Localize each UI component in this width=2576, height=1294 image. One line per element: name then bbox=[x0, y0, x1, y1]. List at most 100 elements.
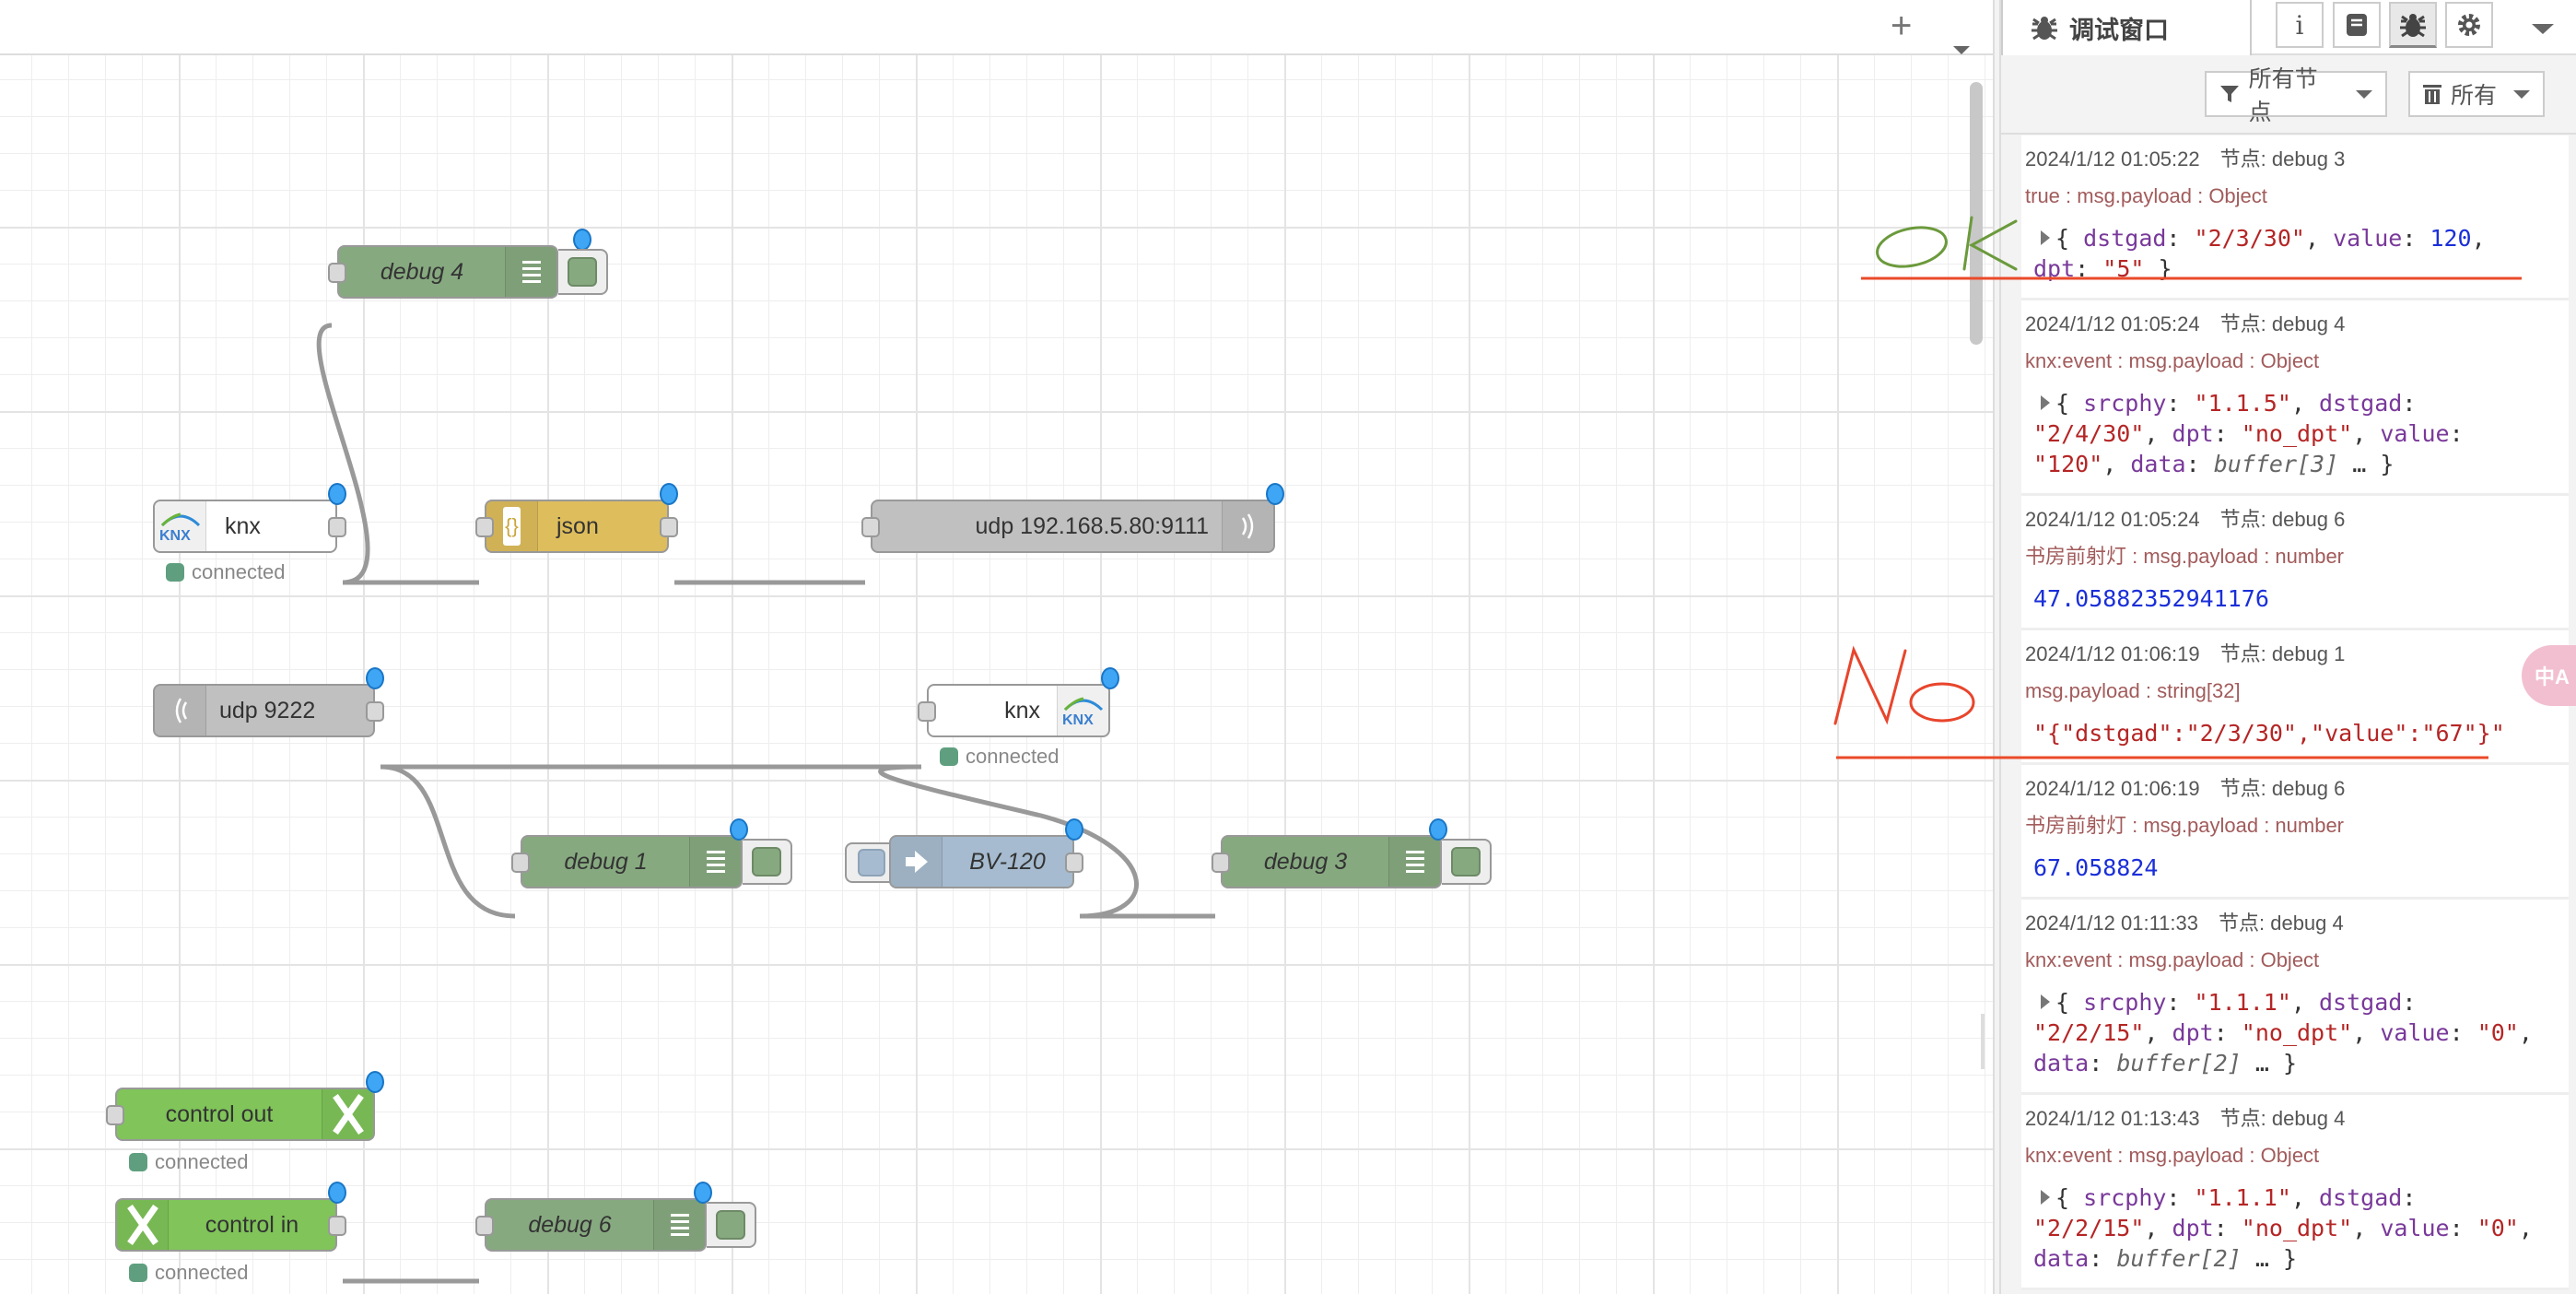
expand-caret-icon[interactable] bbox=[2041, 395, 2050, 410]
input-port[interactable] bbox=[861, 517, 880, 537]
output-port[interactable] bbox=[328, 1216, 346, 1236]
value-line: "120", data: buffer[3] … } bbox=[2033, 449, 2569, 479]
help-button[interactable] bbox=[2333, 2, 2381, 48]
node-json[interactable]: {} json bbox=[475, 483, 678, 553]
node-debug-4[interactable]: debug 4 bbox=[328, 229, 591, 299]
message-source-node[interactable]: 节点: debug 6 bbox=[2219, 508, 2346, 531]
node-knx-in[interactable]: KNX knx bbox=[153, 483, 346, 553]
value-string: "0" bbox=[2476, 1215, 2519, 1241]
value-string: "1.1.5" bbox=[2194, 390, 2291, 417]
tab-debug[interactable]: 调试窗口 bbox=[2001, 0, 2252, 55]
translate-button[interactable]: 中A bbox=[2522, 645, 2576, 706]
value-line: 47.05882352941176 bbox=[2033, 583, 2569, 614]
message-topic: 书房前射灯 : msg.payload : number bbox=[2025, 545, 2345, 568]
message-header: 2024/1/12 01:06:19 节点: debug 6 bbox=[2025, 776, 2569, 802]
message-value[interactable]: 67.058824 bbox=[2025, 853, 2569, 883]
value-punct: : bbox=[2213, 1019, 2242, 1046]
input-port[interactable] bbox=[475, 1216, 494, 1236]
gear-icon bbox=[2458, 14, 2480, 36]
message-value[interactable]: { dstgad: "2/3/30", value: 120,dpt: "5" … bbox=[2025, 223, 2569, 284]
node-control-out[interactable]: control out bbox=[106, 1071, 384, 1141]
inject-button[interactable] bbox=[845, 842, 896, 883]
input-port[interactable] bbox=[328, 263, 346, 283]
expand-caret-icon[interactable] bbox=[2041, 994, 2050, 1009]
node-knx-out[interactable]: knx KNX bbox=[918, 667, 1119, 737]
info-button[interactable]: i bbox=[2276, 2, 2324, 48]
config-button[interactable] bbox=[2445, 2, 2493, 48]
node-inject-bv-120[interactable]: BV-120 bbox=[889, 818, 1083, 888]
message-value[interactable]: { srcphy: "1.1.1", dstgad:"2/2/15", dpt:… bbox=[2025, 987, 2569, 1078]
output-port[interactable] bbox=[328, 517, 346, 537]
message-value[interactable]: { srcphy: "1.1.1", dstgad:"2/2/15", dpt:… bbox=[2025, 1182, 2569, 1274]
value-key: value bbox=[2333, 225, 2403, 252]
message-source-node[interactable]: 节点: debug 4 bbox=[2219, 1107, 2346, 1130]
node-control-in[interactable]: control in bbox=[115, 1182, 346, 1252]
value-key: value bbox=[2380, 1019, 2450, 1046]
value-string: "2/4/30" bbox=[2033, 420, 2145, 447]
inject-arrow-icon bbox=[891, 837, 943, 887]
clear-label: 所有 bbox=[2451, 83, 2498, 109]
value-key: dpt bbox=[2172, 1019, 2214, 1046]
input-port[interactable] bbox=[918, 701, 936, 722]
knx-logo-icon: KNX bbox=[1057, 686, 1108, 735]
debug-button[interactable] bbox=[2389, 2, 2437, 48]
node-label: debug 4 bbox=[380, 258, 464, 285]
node-udp-in[interactable]: udp 9222 bbox=[153, 667, 384, 737]
expand-caret-icon[interactable] bbox=[2041, 230, 2050, 245]
chevron-down-icon bbox=[2356, 89, 2372, 99]
clear-messages-dropdown[interactable]: 所有 bbox=[2408, 71, 2545, 117]
debug-toggle-button[interactable] bbox=[1442, 839, 1492, 885]
filter-nodes-dropdown[interactable]: 所有节点 bbox=[2205, 66, 2387, 125]
add-flow-button[interactable]: + bbox=[1891, 6, 1913, 46]
value-key: dstgad bbox=[2319, 1184, 2403, 1211]
changed-indicator bbox=[328, 483, 346, 505]
node-udp-out[interactable]: udp 192.168.5.80:9111 bbox=[861, 483, 1284, 553]
canvas-vertical-scrollbar[interactable] bbox=[1970, 82, 1983, 345]
node-debug-1[interactable]: debug 1 bbox=[511, 818, 748, 888]
value-punct: : bbox=[2166, 1184, 2195, 1211]
debug-toggle-button[interactable] bbox=[558, 249, 608, 295]
input-port[interactable] bbox=[511, 853, 530, 873]
output-port[interactable] bbox=[366, 701, 384, 722]
node-debug-3[interactable]: debug 3 bbox=[1212, 818, 1447, 888]
output-port[interactable] bbox=[660, 517, 678, 537]
debug-toggle-button[interactable] bbox=[707, 1202, 756, 1248]
message-timestamp: 2024/1/12 01:06:19 bbox=[2025, 777, 2200, 800]
message-value[interactable]: { srcphy: "1.1.5", dstgad:"2/4/30", dpt:… bbox=[2025, 388, 2569, 479]
value-number: 67.058824 bbox=[2033, 854, 2159, 881]
message-value[interactable]: 47.05882352941176 bbox=[2025, 583, 2569, 614]
sidebar-splitter[interactable] bbox=[1993, 0, 2001, 1294]
node-status: connected bbox=[129, 1150, 249, 1174]
value-punct: … } bbox=[2241, 1245, 2298, 1272]
flow-menu-chevron-down-icon[interactable] bbox=[1946, 22, 1970, 64]
value-punct: , bbox=[2518, 1019, 2533, 1046]
input-port[interactable] bbox=[1212, 853, 1230, 873]
message-value[interactable]: "{"dstgad":"2/3/30","value":"67"}" bbox=[2025, 718, 2569, 748]
expand-caret-icon[interactable] bbox=[2041, 1190, 2050, 1205]
input-port[interactable] bbox=[475, 517, 494, 537]
message-topic: knx:event : msg.payload : Object bbox=[2025, 1144, 2320, 1167]
value-line: data: buffer[2] … } bbox=[2033, 1243, 2569, 1274]
message-source-node[interactable]: 节点: debug 4 bbox=[2219, 312, 2346, 335]
message-source-node[interactable]: 节点: debug 3 bbox=[2219, 147, 2346, 171]
value-string: "no_dpt" bbox=[2241, 1019, 2353, 1046]
message-source-node[interactable]: 节点: debug 4 bbox=[2219, 912, 2344, 935]
value-punct: : bbox=[2449, 1215, 2477, 1241]
debug-toggle-button[interactable] bbox=[743, 839, 792, 885]
message-source-node[interactable]: 节点: debug 1 bbox=[2219, 642, 2346, 665]
output-port[interactable] bbox=[1065, 853, 1083, 873]
input-port[interactable] bbox=[106, 1105, 124, 1125]
message-source-node[interactable]: 节点: debug 6 bbox=[2219, 777, 2346, 800]
debug-list-icon bbox=[1388, 837, 1440, 887]
sidebar-menu-chevron-down-icon[interactable] bbox=[2524, 22, 2554, 39]
flow-canvas[interactable]: debug 4 KNX knx connected {} json udp 19… bbox=[0, 55, 1993, 1294]
node-debug-6[interactable]: debug 6 bbox=[475, 1182, 712, 1252]
